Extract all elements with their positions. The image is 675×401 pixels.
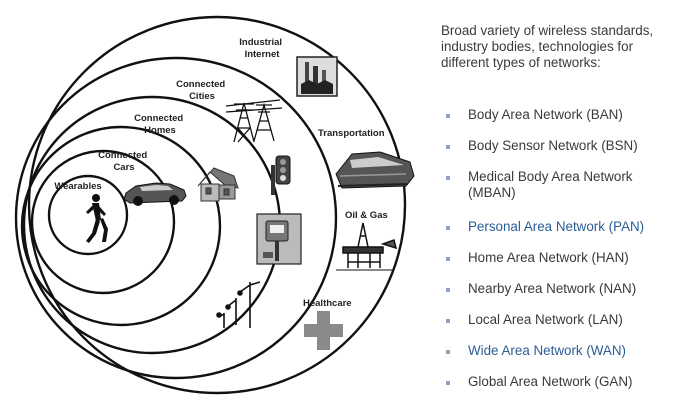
ring-homes [20,125,222,327]
bullet-icon [446,145,450,149]
ring-wearables [47,174,129,256]
label-connected-cars: Connected Cars [98,150,150,173]
label-connected-homes: Connected Homes [134,113,186,136]
label-connected-homes-line1: Connected [134,113,183,124]
medical-cross-icon [304,311,343,350]
bullet-icon [446,319,450,323]
bullet-icon [446,114,450,118]
network-label: Local Area Network (LAN) [468,312,623,327]
label-connected-cities-line1: Connected [176,79,225,90]
nested-rings-diagram: Wearables Connected Cars Connected Homes… [14,15,415,395]
bullet-icon [446,176,450,180]
bullet-icon [446,288,450,292]
label-industrial-line2: Internet [245,49,281,60]
label-transportation: Transportation [318,128,385,139]
network-label: Personal Area Network (PAN) [468,219,645,234]
network-label: Nearby Area Network (NAN) [468,281,637,296]
network-label: Medical Body Area Network (MBAN) [468,169,633,200]
network-label: Body Sensor Network (BSN) [468,138,638,153]
network-label: Wide Area Network (WAN) [468,343,626,358]
ring-outer [27,15,407,395]
factory-icon [296,56,338,97]
ring-cars [30,149,176,295]
power-tower-icon [225,99,283,143]
ring-industrial [14,56,338,380]
runner-icon [86,194,108,243]
label-connected-cars-line2: Cars [113,162,134,173]
label-healthcare: Healthcare [303,298,352,309]
label-industrial-internet: Industrial Internet [239,37,284,60]
train-icon [335,151,415,189]
network-label: Home Area Network (HAN) [468,250,629,265]
bullet-icon [446,226,450,230]
network-label: Global Area Network (GAN) [468,374,633,389]
traffic-light-icon [271,155,291,195]
network-label: Body Area Network (BAN) [468,107,623,122]
label-connected-homes-line2: Homes [144,125,176,136]
label-oil-gas: Oil & Gas [345,210,388,221]
intro-text: Broad variety of wireless standards, ind… [441,23,654,70]
bullet-icon [446,350,450,354]
oil-rig-icon [336,222,398,271]
street-lamp-icon [216,281,261,328]
label-connected-cars-line1: Connected [98,150,147,161]
car-icon [123,182,187,206]
label-connected-cities-line2: Cities [189,91,215,102]
bullet-icon [446,257,450,261]
label-wearables: Wearables [54,181,101,192]
label-industrial-line1: Industrial [239,37,282,48]
parking-meter-icon [256,213,302,265]
house-icon [197,167,239,202]
label-connected-cities: Connected Cities [176,79,228,102]
bullet-icon [446,381,450,385]
